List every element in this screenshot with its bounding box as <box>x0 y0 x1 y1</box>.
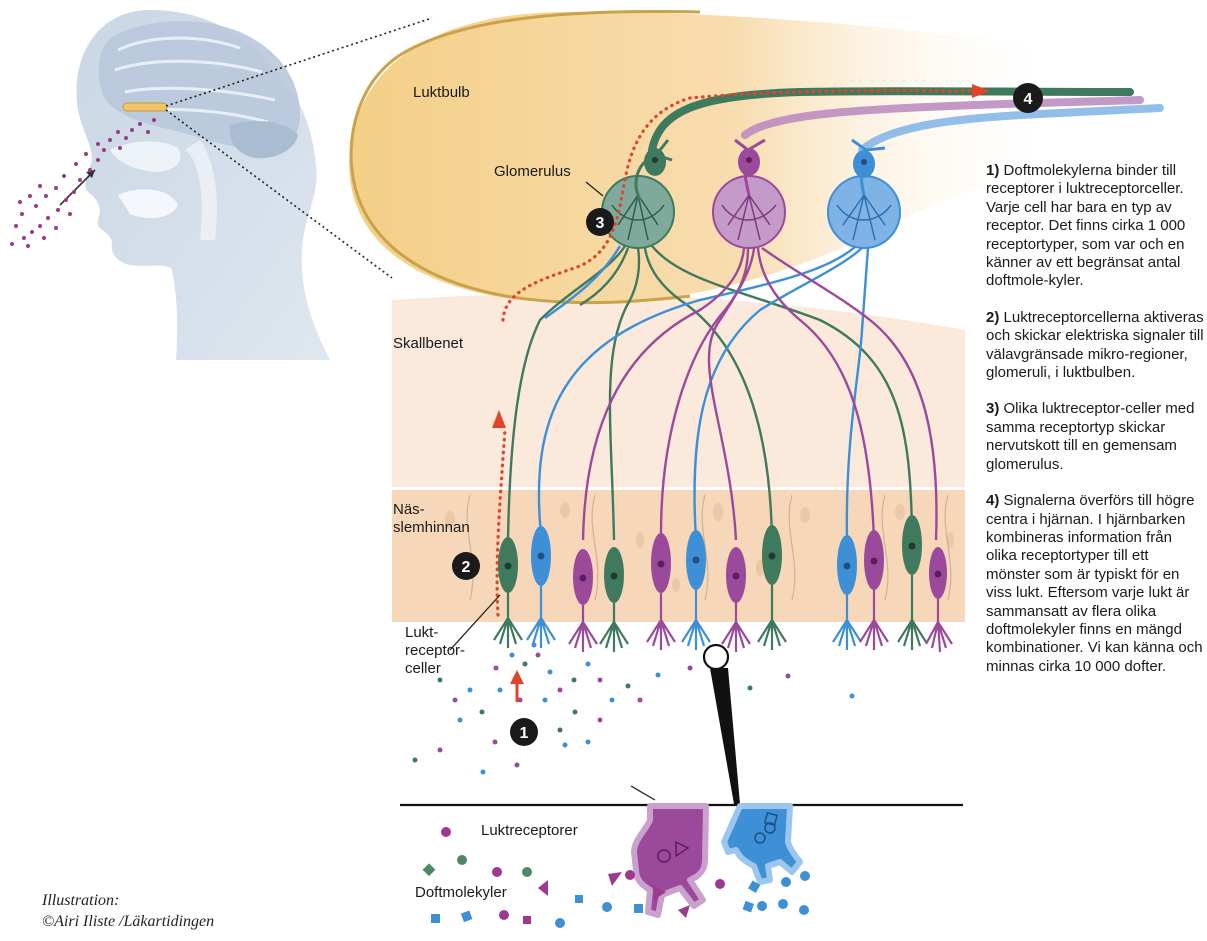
odor-molecules-upper <box>413 643 855 775</box>
label-nasslemhinnan-2: slemhinnan <box>393 519 470 536</box>
label-receptorceller-3: celler <box>405 660 441 677</box>
step-1-text: Doftmolekylerna binder till receptorer i… <box>986 162 1185 289</box>
label-nasslemhinnan-1: Näs- <box>393 501 425 518</box>
step-3: 3) Olika luktreceptor-celler med samma r… <box>986 400 1204 474</box>
credit-line-1: Illustration: <box>42 890 214 911</box>
head-silhouette <box>60 10 330 360</box>
receptor-closeup-purple <box>634 806 706 915</box>
receptor-closeup-blue <box>724 806 800 882</box>
step-1-number: 1) <box>986 162 999 179</box>
badge-3: 3 <box>586 208 614 236</box>
badge-4-text: 4 <box>1024 91 1033 108</box>
badge-2-text: 2 <box>462 559 471 576</box>
badge-4: 4 <box>1013 83 1043 113</box>
explanation-steps: 1) Doftmolekylerna binder till receptore… <box>986 162 1204 694</box>
step-2-number: 2) <box>986 309 999 326</box>
step-4-number: 4) <box>986 492 999 509</box>
binding-arrow <box>510 670 524 702</box>
step-4: 4) Signalerna överförs till högre centra… <box>986 492 1204 676</box>
label-glomerulus: Glomerulus <box>494 163 571 180</box>
illustration-credit: Illustration: ©Airi Iliste /Läkartidinge… <box>42 890 214 932</box>
step-2-text: Luktreceptorcellerna aktiveras och skick… <box>986 309 1204 381</box>
step-4-text: Signalerna överförs till högre centra i … <box>986 492 1203 675</box>
label-luktbulb: Luktbulb <box>413 84 470 101</box>
label-receptorceller-2: receptor- <box>405 642 465 659</box>
step-1: 1) Doftmolekylerna binder till receptore… <box>986 162 1204 291</box>
badge-1-text: 1 <box>520 725 529 742</box>
label-receptorceller-1: Lukt- <box>405 624 438 641</box>
label-luktreceptorer: Luktreceptorer <box>481 822 578 839</box>
label-skallbenet: Skallbenet <box>393 335 463 352</box>
step-3-text: Olika luktreceptor-celler med samma rece… <box>986 400 1194 472</box>
credit-line-2: ©Airi Iliste /Läkartidingen <box>42 911 214 932</box>
badge-2: 2 <box>452 552 480 580</box>
olfactory-bulb <box>349 12 1060 303</box>
badge-3-text: 3 <box>596 215 605 232</box>
badge-1: 1 <box>510 718 538 746</box>
step-3-number: 3) <box>986 400 999 417</box>
step-2: 2) Luktreceptorcellerna aktiveras och sk… <box>986 309 1204 383</box>
label-doftmolekyler: Doftmolekyler <box>415 884 507 901</box>
magnifier <box>704 645 740 804</box>
